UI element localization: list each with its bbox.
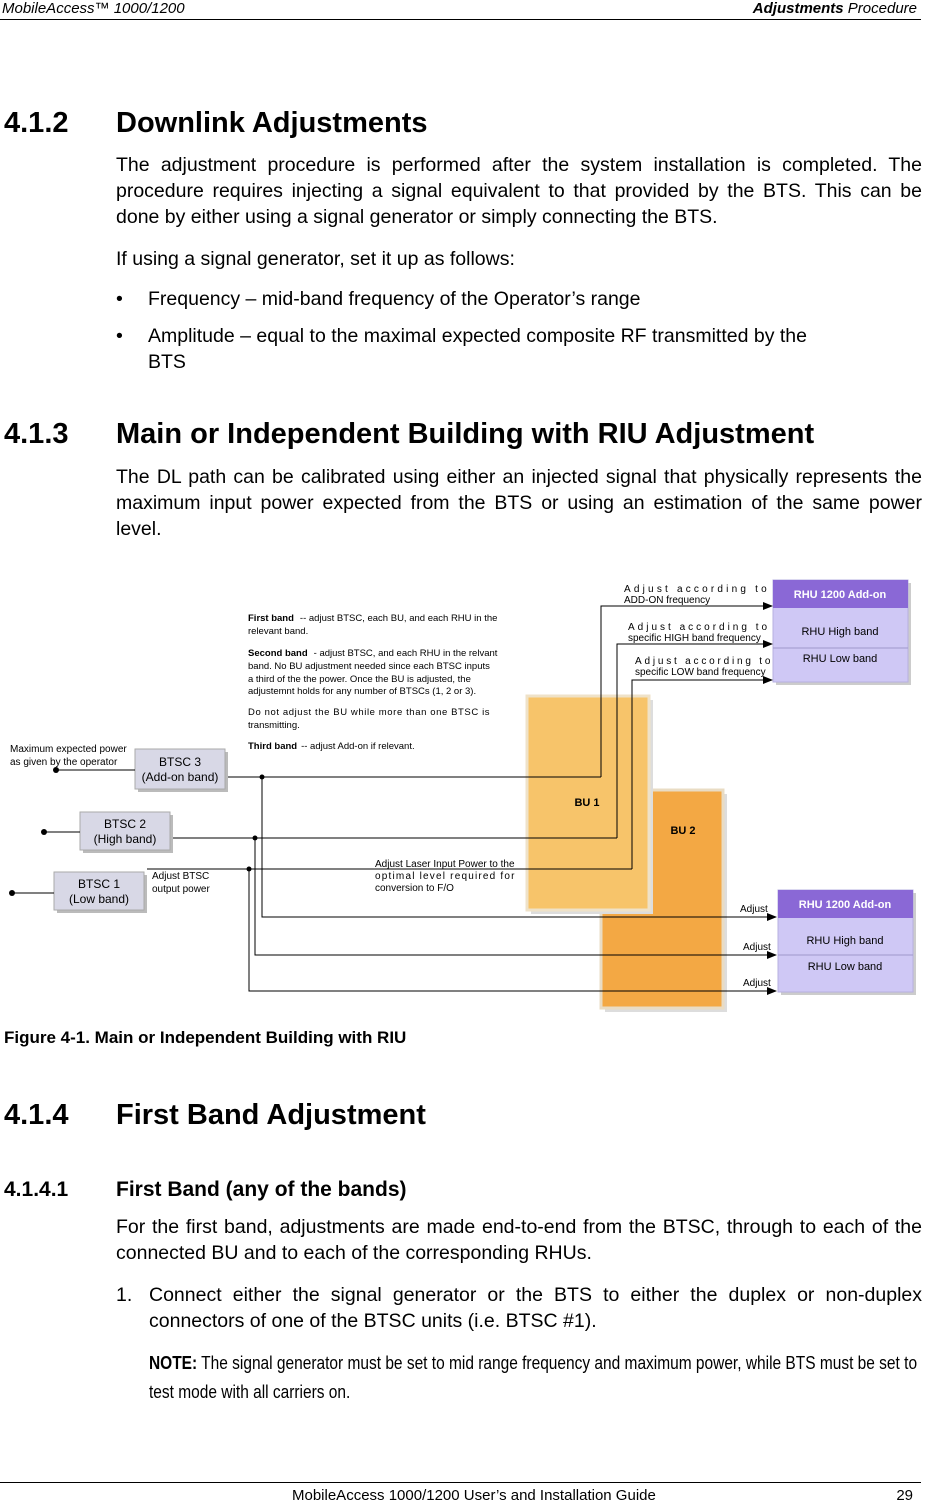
figure-caption: Figure 4-1. Main or Independent Building… (4, 1028, 407, 1047)
bullet-amplitude-cont: BTS (148, 351, 186, 373)
input-dot-btsc2 (41, 829, 47, 835)
note-block: NOTE: The signal generator must be set t… (149, 1349, 922, 1407)
section-413-number: 4.1.3 (4, 418, 69, 450)
adjust-btsc-label-1: Adjust BTSC (152, 871, 209, 882)
rhu-bottom-addon (778, 890, 913, 918)
btsc3-label-2: (Add-on band) (142, 770, 219, 784)
step-1: 1. Connect either the signal generator o… (116, 1282, 922, 1334)
laser-label-3: conversion to F/O (375, 883, 454, 894)
bullet-amplitude: • Amplitude – equal to the maximal expect… (116, 323, 896, 375)
rhu-bottom-high-label: RHU High band (806, 935, 883, 947)
section-412-number: 4.1.2 (4, 107, 69, 139)
section-413-title: Main or Independent Building with RIU Ad… (116, 418, 815, 450)
first-band-text: -- adjust BTSC, each BU, and each RHU in… (300, 613, 497, 624)
bu1-box (525, 694, 651, 912)
btsc2-box (79, 811, 171, 851)
page-header: MobileAccess™ 1000/1200 Adjustments Proc… (0, 0, 921, 20)
rhu-top-addon (773, 580, 908, 608)
bullet-symbol: • (116, 288, 123, 310)
btsc1-to-rhu-bottom-low (248, 869, 777, 995)
adjust-label-high: Adjust (743, 942, 771, 953)
header-chapter: Adjustments Procedure (753, 0, 917, 17)
no-adjust-line-2: transmitting. (248, 720, 300, 731)
page-footer: MobileAccess 1000/1200 User’s and Instal… (0, 1482, 921, 1504)
adjust-btsc-label-2: output power (152, 884, 210, 895)
section-413-heading: 4.1.3 Main or Independent Building with R… (4, 418, 814, 451)
third-band-line: Third band -- adjust Add-on if relevant. (248, 741, 415, 752)
input-dot-btsc1 (9, 890, 15, 896)
bullet-amplitude-text: Amplitude – equal to the maximal expecte… (148, 325, 807, 347)
rhu-bottom-low-label: RHU Low band (808, 961, 883, 973)
section-414-number: 4.1.4 (4, 1099, 69, 1131)
adj-low-label-1: Adjust according to (635, 656, 773, 667)
section-4141-number: 4.1.4.1 (4, 1178, 69, 1201)
btsc3-label-1: BTSC 3 (159, 755, 201, 769)
step-1-number: 1. (116, 1284, 133, 1306)
note-label: NOTE: (149, 1353, 198, 1373)
second-band-line-2: band. No BU adjustment needed since each… (248, 661, 490, 672)
btsc2-label-1: BTSC 2 (104, 817, 146, 831)
laser-label-1: Adjust Laser Input Power to the (375, 859, 515, 870)
section-4141-heading: 4.1.4.1 First Band (any of the bands) (4, 1178, 407, 1202)
btsc2-to-rhu-bottom-high (254, 838, 777, 959)
bullet-symbol: • (116, 325, 123, 347)
step-1-text: Connect either the signal generator or t… (149, 1284, 922, 1332)
section-414-heading: 4.1.4 First Band Adjustment (4, 1099, 426, 1132)
rhu-bottom-addon-label: RHU 1200 Add-on (799, 899, 892, 911)
adj-addon-label-1: Adjust according to (624, 584, 770, 595)
second-band-line-3: a third of the the power. Once the BU is… (248, 674, 471, 685)
input-dot-btsc3 (53, 767, 59, 773)
max-power-label-2: as given by the operator (10, 757, 118, 768)
no-adjust-line-1: Do not adjust the BU while more than one… (248, 707, 490, 718)
rhu-top-low-label: RHU Low band (803, 653, 878, 665)
adj-high-label-2: specific HIGH band frequency (628, 633, 761, 644)
second-band-label: Second band (248, 648, 308, 659)
adjust-label-low: Adjust (743, 978, 771, 989)
riu-diagram: BU 1 BU 2 RHU 1200 Add-on RHU High band … (9, 579, 916, 1012)
rhu-top-high-label: RHU High band (801, 626, 878, 638)
footer-page-number: 29 (896, 1487, 913, 1504)
bullet-frequency-text: Frequency – mid-band frequency of the Op… (148, 288, 641, 310)
bu1-label: BU 1 (574, 797, 599, 809)
btsc3-box (134, 748, 226, 790)
section-413-paragraph: The DL path can be calibrated using eith… (116, 466, 922, 540)
header-chapter-bold: Adjustments (752, 0, 844, 17)
first-band-label: First band (248, 613, 294, 624)
adj-addon-label-2: ADD-ON frequency (624, 595, 710, 606)
third-band-label: Third band (248, 741, 297, 752)
second-band-text: - adjust BTSC, and each RHU in the relva… (314, 648, 498, 659)
rhu-top-addon-label: RHU 1200 Add-on (794, 589, 887, 601)
first-band-line-1: First band -- adjust BTSC, each BU, and e… (248, 613, 497, 624)
bu1-to-rhu-low (631, 676, 773, 869)
btsc3-to-rhu-bottom-addon (261, 777, 777, 921)
btsc1-label-1: BTSC 1 (78, 877, 120, 891)
btsc1-label-2: (Low band) (69, 892, 129, 906)
first-band-line-2: relevant band. (248, 626, 308, 637)
bu1-to-rhu-high (616, 640, 773, 838)
adj-low-label-2: specific LOW band frequency (635, 667, 766, 678)
section-412-paragraph: The adjustment procedure is performed af… (116, 154, 922, 228)
section-412-title: Downlink Adjustments (116, 107, 428, 139)
second-band-line-1: Second band - adjust BTSC, and each RHU i… (248, 648, 498, 659)
section-4141-paragraph: For the first band, adjustments are made… (116, 1216, 922, 1264)
bullet-frequency: • Frequency – mid-band frequency of the O… (116, 286, 896, 312)
footer-guide-title: MobileAccess 1000/1200 User’s and Instal… (292, 1487, 656, 1504)
btsc2-label-2: (High band) (94, 832, 157, 846)
section-414-title: First Band Adjustment (116, 1099, 426, 1131)
max-power-label-1: Maximum expected power (10, 744, 127, 755)
laser-label-2: optimal level required for (375, 871, 516, 882)
adj-high-label-1: Adjust according to (628, 622, 770, 633)
section-4141-title: First Band (any of the bands) (116, 1178, 407, 1201)
section-412-setup-text: If using a signal generator, set it up a… (116, 248, 515, 270)
header-chapter-rest: Procedure (843, 0, 917, 17)
note-text: The signal generator must be set to mid … (149, 1353, 918, 1402)
adjust-label-addon: Adjust (740, 904, 768, 915)
bu2-label: BU 2 (670, 825, 695, 837)
bu1-to-rhu-addon (600, 602, 773, 777)
header-product: MobileAccess™ 1000/1200 (2, 0, 185, 17)
second-band-line-4: adjustemnt holds for any number of BTSCs… (248, 686, 476, 697)
section-412-heading: 4.1.2 Downlink Adjustments (4, 107, 428, 140)
btsc1-box (53, 871, 145, 911)
third-band-text: -- adjust Add-on if relevant. (301, 741, 415, 752)
